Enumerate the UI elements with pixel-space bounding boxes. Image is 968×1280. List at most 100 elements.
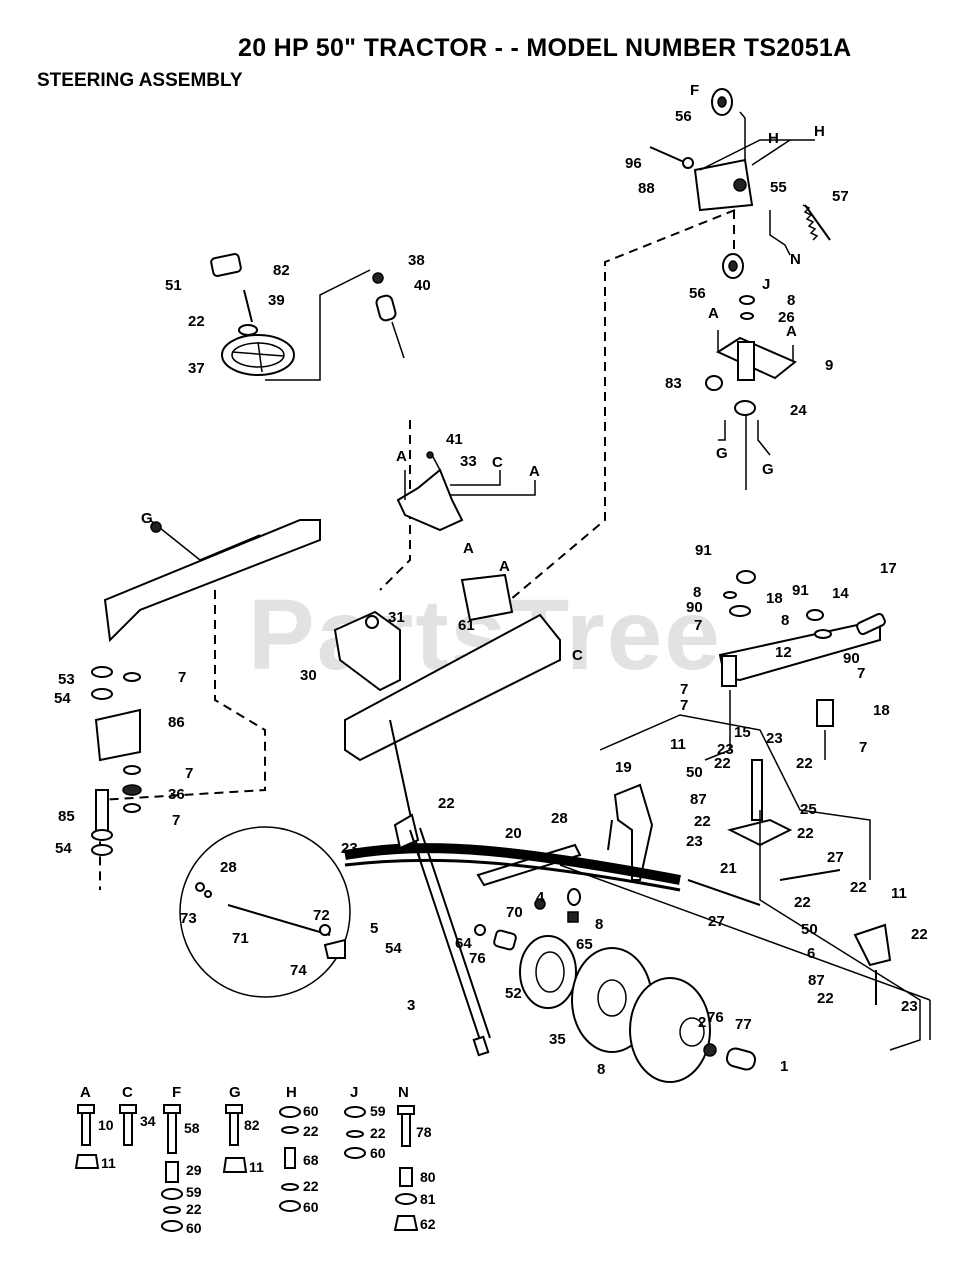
page-title: 20 HP 50" TRACTOR - - MODEL NUMBER TS205… xyxy=(238,34,852,62)
part-label: 7 xyxy=(857,665,865,682)
part-label: 54 xyxy=(385,940,402,957)
part-label: 8 xyxy=(787,292,795,309)
part-label: 26 xyxy=(778,309,795,326)
part-label: 23 xyxy=(686,833,703,850)
part-label: 18 xyxy=(766,590,783,607)
part-label: 22 xyxy=(694,813,711,830)
part-label: 73 xyxy=(180,910,197,927)
part-label: 88 xyxy=(638,180,655,197)
hub-cap-79 xyxy=(725,1047,757,1071)
part-label: 21 xyxy=(720,860,737,877)
part-label: 30 xyxy=(300,667,317,684)
key-part: 10 xyxy=(98,1117,114,1133)
part-label: 8 xyxy=(693,584,701,601)
part-label: 22 xyxy=(817,990,834,1007)
part-label: 9 xyxy=(825,357,833,374)
part-label: 33 xyxy=(460,453,477,470)
part-label: 90 xyxy=(843,650,860,667)
key-part: 81 xyxy=(420,1191,436,1207)
linkage-drawing xyxy=(344,783,892,1005)
key-part: 78 xyxy=(416,1124,432,1140)
part-label: 91 xyxy=(792,582,809,599)
part-label: 11 xyxy=(891,885,907,902)
part-label: 2 xyxy=(698,1014,706,1031)
part-label: 37 xyxy=(188,360,205,377)
part-label: 72 xyxy=(313,907,330,924)
part-label: N xyxy=(790,251,801,268)
part-label: 18 xyxy=(873,702,890,719)
part-label: 3 xyxy=(407,997,415,1014)
bracket-30 xyxy=(333,610,401,692)
key-part: 11 xyxy=(101,1155,116,1171)
part-label: 87 xyxy=(808,972,825,989)
part-label: 50 xyxy=(801,921,818,938)
part-label: 52 xyxy=(505,985,522,1002)
part-label: 8 xyxy=(595,916,603,933)
part-label: 65 xyxy=(576,936,593,953)
part-label: 14 xyxy=(832,585,849,602)
bracket-61 xyxy=(460,573,514,622)
section-title: STEERING ASSEMBLY xyxy=(37,70,243,91)
part-label: 39 xyxy=(268,292,285,309)
part-label: H xyxy=(768,130,779,147)
part-label: 23 xyxy=(341,840,358,857)
key-part: 62 xyxy=(420,1216,436,1232)
part-label: 12 xyxy=(775,644,792,661)
part-label: 15 xyxy=(734,724,751,741)
pulley-bracket-drawing xyxy=(649,88,831,490)
part-label: 7 xyxy=(172,812,180,829)
part-label: 27 xyxy=(827,849,844,866)
part-label: 8 xyxy=(597,1061,605,1078)
part-label: 23 xyxy=(717,741,734,758)
steering-shaft-35 xyxy=(409,829,481,1041)
part-label: 50 xyxy=(686,764,703,781)
part-label: 7 xyxy=(680,681,688,698)
part-label: 20 xyxy=(505,825,522,842)
part-label: 8 xyxy=(781,612,789,629)
axle-pin-14 xyxy=(856,612,886,636)
key-letter: N xyxy=(398,1084,409,1101)
tie-rod-drawing xyxy=(344,843,681,885)
detail-circle xyxy=(179,826,351,998)
key-part: 34 xyxy=(140,1113,156,1129)
part-label: 55 xyxy=(770,179,787,196)
part-label: 17 xyxy=(880,560,897,577)
part-label: A xyxy=(708,305,719,322)
part-label: 38 xyxy=(408,252,425,269)
steering-cap-shape xyxy=(210,253,242,277)
part-label: 5 xyxy=(370,920,378,937)
part-label: 35 xyxy=(549,1031,566,1048)
spindle-6 xyxy=(853,923,892,967)
part-label: 90 xyxy=(686,599,703,616)
axle-drawing xyxy=(599,570,921,1051)
part-label: A xyxy=(786,323,797,340)
key-part: 22 xyxy=(303,1123,319,1139)
part-label: 83 xyxy=(665,375,682,392)
key-part: 60 xyxy=(303,1103,319,1119)
part-label: 22 xyxy=(438,795,455,812)
key-part: 59 xyxy=(186,1184,202,1200)
part-label: 36 xyxy=(168,786,185,803)
key-part: 22 xyxy=(186,1201,202,1217)
key-part: 11 xyxy=(249,1159,264,1175)
part-label: A xyxy=(396,448,407,465)
part-label: G xyxy=(141,510,153,527)
part-label: 77 xyxy=(735,1016,752,1033)
part-label: 87 xyxy=(690,791,707,808)
part-label: 28 xyxy=(220,859,237,876)
part-label: 22 xyxy=(714,755,731,772)
key-part: 60 xyxy=(303,1199,319,1215)
part-label: A xyxy=(499,558,510,575)
bracket-9 xyxy=(715,336,797,380)
frame-right-rail xyxy=(344,613,561,762)
key-letter: A xyxy=(80,1084,91,1101)
part-label: 22 xyxy=(794,894,811,911)
part-label: H xyxy=(814,123,825,140)
part-label: 4 xyxy=(536,889,545,906)
bracket-9-post xyxy=(737,341,755,381)
part-label: 82 xyxy=(273,262,290,279)
part-label: 27 xyxy=(708,913,725,930)
key-letter: G xyxy=(229,1084,241,1101)
part-label: 22 xyxy=(850,879,867,896)
